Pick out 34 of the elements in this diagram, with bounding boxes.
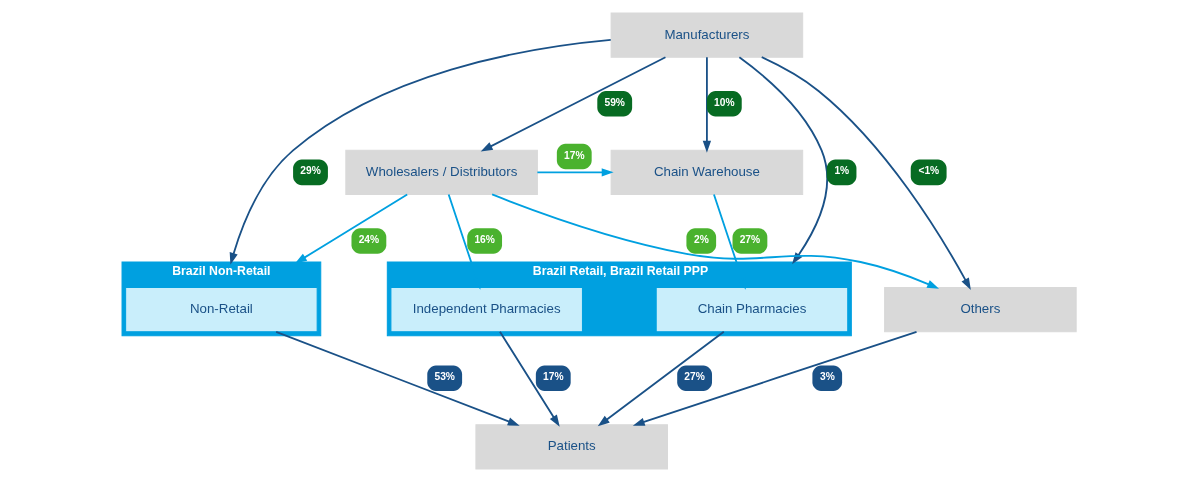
edge-label: 2% — [694, 233, 709, 245]
node-box: Chain Warehouse — [610, 149, 804, 195]
edge-label: <1% — [918, 164, 940, 176]
node-box: Patients — [475, 423, 668, 469]
arrow — [702, 55, 712, 153]
node-box: Independent Pharmacies — [390, 286, 583, 332]
arrow — [536, 167, 614, 177]
edge-label: 27% — [684, 370, 705, 382]
arrow — [760, 55, 971, 290]
node-box: Manufacturers — [610, 12, 804, 58]
arrow — [229, 38, 612, 265]
edge-label: 10% — [714, 96, 735, 108]
arrow — [294, 193, 409, 263]
node-box: Chain Pharmacies — [655, 286, 849, 332]
arrow — [632, 330, 918, 426]
node-box: Non-Retail — [125, 286, 318, 332]
edge-label: 17% — [564, 149, 585, 161]
arrow — [597, 330, 725, 426]
edge-label: 3% — [820, 370, 835, 382]
arrow — [480, 55, 667, 151]
edge-label: 17% — [543, 370, 564, 382]
edge-label: 24% — [358, 233, 380, 245]
edge-label: 53% — [434, 370, 455, 382]
node-box: Wholesalers / Distributors — [345, 149, 538, 195]
node-box: Others — [884, 286, 1077, 332]
arrow — [499, 330, 560, 427]
arrow — [491, 193, 940, 289]
edge-label: 29% — [300, 164, 321, 176]
edge-label: 59% — [604, 96, 625, 108]
edge-label: 1% — [834, 164, 850, 176]
edge-label: 27% — [739, 233, 761, 245]
edge-label: 16% — [474, 233, 495, 245]
arrow — [713, 193, 746, 290]
arrow — [447, 193, 481, 290]
